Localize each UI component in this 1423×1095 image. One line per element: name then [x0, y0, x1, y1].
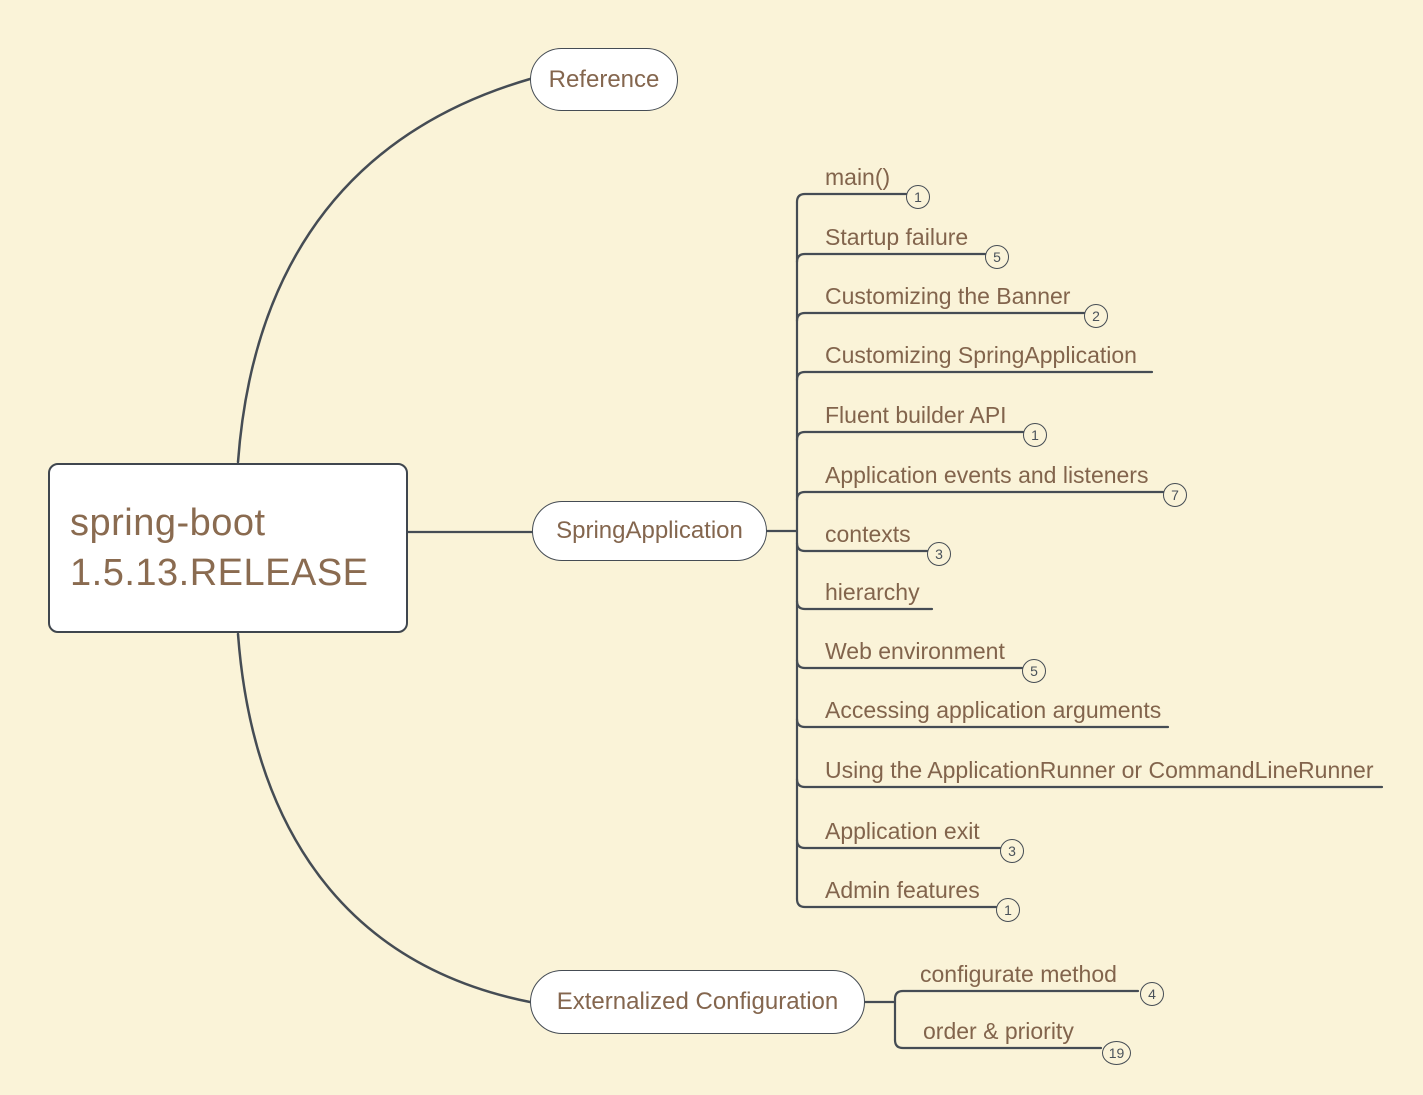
wire-leaf-web-environment	[795, 658, 1024, 670]
badge-web-environment-count[interactable]: 5	[1022, 659, 1046, 683]
leaf-order-priority[interactable]: order & priority	[923, 1018, 1074, 1044]
wire-leaf-hierarchy	[795, 599, 934, 611]
leaf-main[interactable]: main()	[825, 164, 891, 190]
badge-configurate-method-count[interactable]: 4	[1140, 982, 1164, 1006]
root-topic-line2: 1.5.13.RELEASE	[70, 552, 369, 594]
wire-leaf-main	[795, 192, 908, 204]
badge-customizing-banner-count[interactable]: 2	[1084, 304, 1108, 328]
leaf-application-exit[interactable]: Application exit	[825, 818, 980, 844]
wire-leaf-customizing-banner	[795, 311, 1086, 323]
badge-contexts-count[interactable]: 3	[927, 542, 951, 566]
wire-leaf-application-events	[795, 490, 1165, 502]
badge-application-exit-count[interactable]: 3	[1000, 839, 1024, 863]
branch-reference-label: Reference	[548, 65, 660, 93]
leaf-contexts[interactable]: contexts	[825, 521, 911, 547]
leaf-fluent-builder-api[interactable]: Fluent builder API	[825, 402, 1007, 428]
leaf-customizing-springapplication[interactable]: Customizing SpringApplication	[825, 342, 1137, 368]
badge-order-priority-count[interactable]: 19	[1102, 1041, 1131, 1065]
wire-leaf-accessing-arguments	[795, 717, 1170, 729]
wire-leaf-order-priority	[893, 1038, 1103, 1050]
wire-leaf-customizing-springapplication	[795, 370, 1154, 382]
wire-leaf-configurate-method	[893, 989, 1140, 1001]
root-topic-line1: spring-boot	[70, 502, 266, 544]
branch-spring-application[interactable]: SpringApplication	[532, 501, 767, 561]
branch-reference[interactable]: Reference	[530, 48, 678, 111]
leaf-web-environment[interactable]: Web environment	[825, 638, 1005, 664]
leaf-configurate-method[interactable]: configurate method	[920, 961, 1117, 987]
wire-leaf-contexts	[795, 541, 929, 553]
wire-leaf-startup-failure	[795, 252, 987, 264]
branch-spring-application-label: SpringApplication	[556, 517, 743, 544]
leaf-admin-features[interactable]: Admin features	[825, 877, 980, 903]
badge-admin-features-count[interactable]: 1	[996, 898, 1020, 922]
wire-leaf-using-runner	[795, 777, 1384, 789]
wire-leaf-admin-features	[795, 897, 998, 909]
badge-main-count[interactable]: 1	[906, 185, 930, 209]
leaf-using-runner[interactable]: Using the ApplicationRunner or CommandLi…	[825, 757, 1374, 783]
badge-application-events-count[interactable]: 7	[1163, 483, 1187, 507]
branch-externalized-configuration-label: Externalized Configuration	[556, 988, 839, 1015]
wire-leaf-application-exit	[795, 838, 1002, 850]
root-topic[interactable]: spring-boot 1.5.13.RELEASE	[48, 463, 408, 633]
leaf-accessing-arguments[interactable]: Accessing application arguments	[825, 697, 1162, 723]
wire-root-extconf	[236, 632, 532, 1004]
badge-startup-failure-count[interactable]: 5	[985, 245, 1009, 269]
wire-leaf-fluent-builder-api	[795, 430, 1025, 442]
wire-root-reference	[236, 77, 532, 464]
branch-externalized-configuration[interactable]: Externalized Configuration	[530, 970, 865, 1034]
badge-fluent-builder-api-count[interactable]: 1	[1023, 423, 1047, 447]
leaf-hierarchy[interactable]: hierarchy	[825, 579, 920, 605]
leaf-startup-failure[interactable]: Startup failure	[825, 224, 969, 250]
leaf-customizing-banner[interactable]: Customizing the Banner	[825, 283, 1071, 309]
leaf-application-events[interactable]: Application events and listeners	[825, 462, 1149, 488]
